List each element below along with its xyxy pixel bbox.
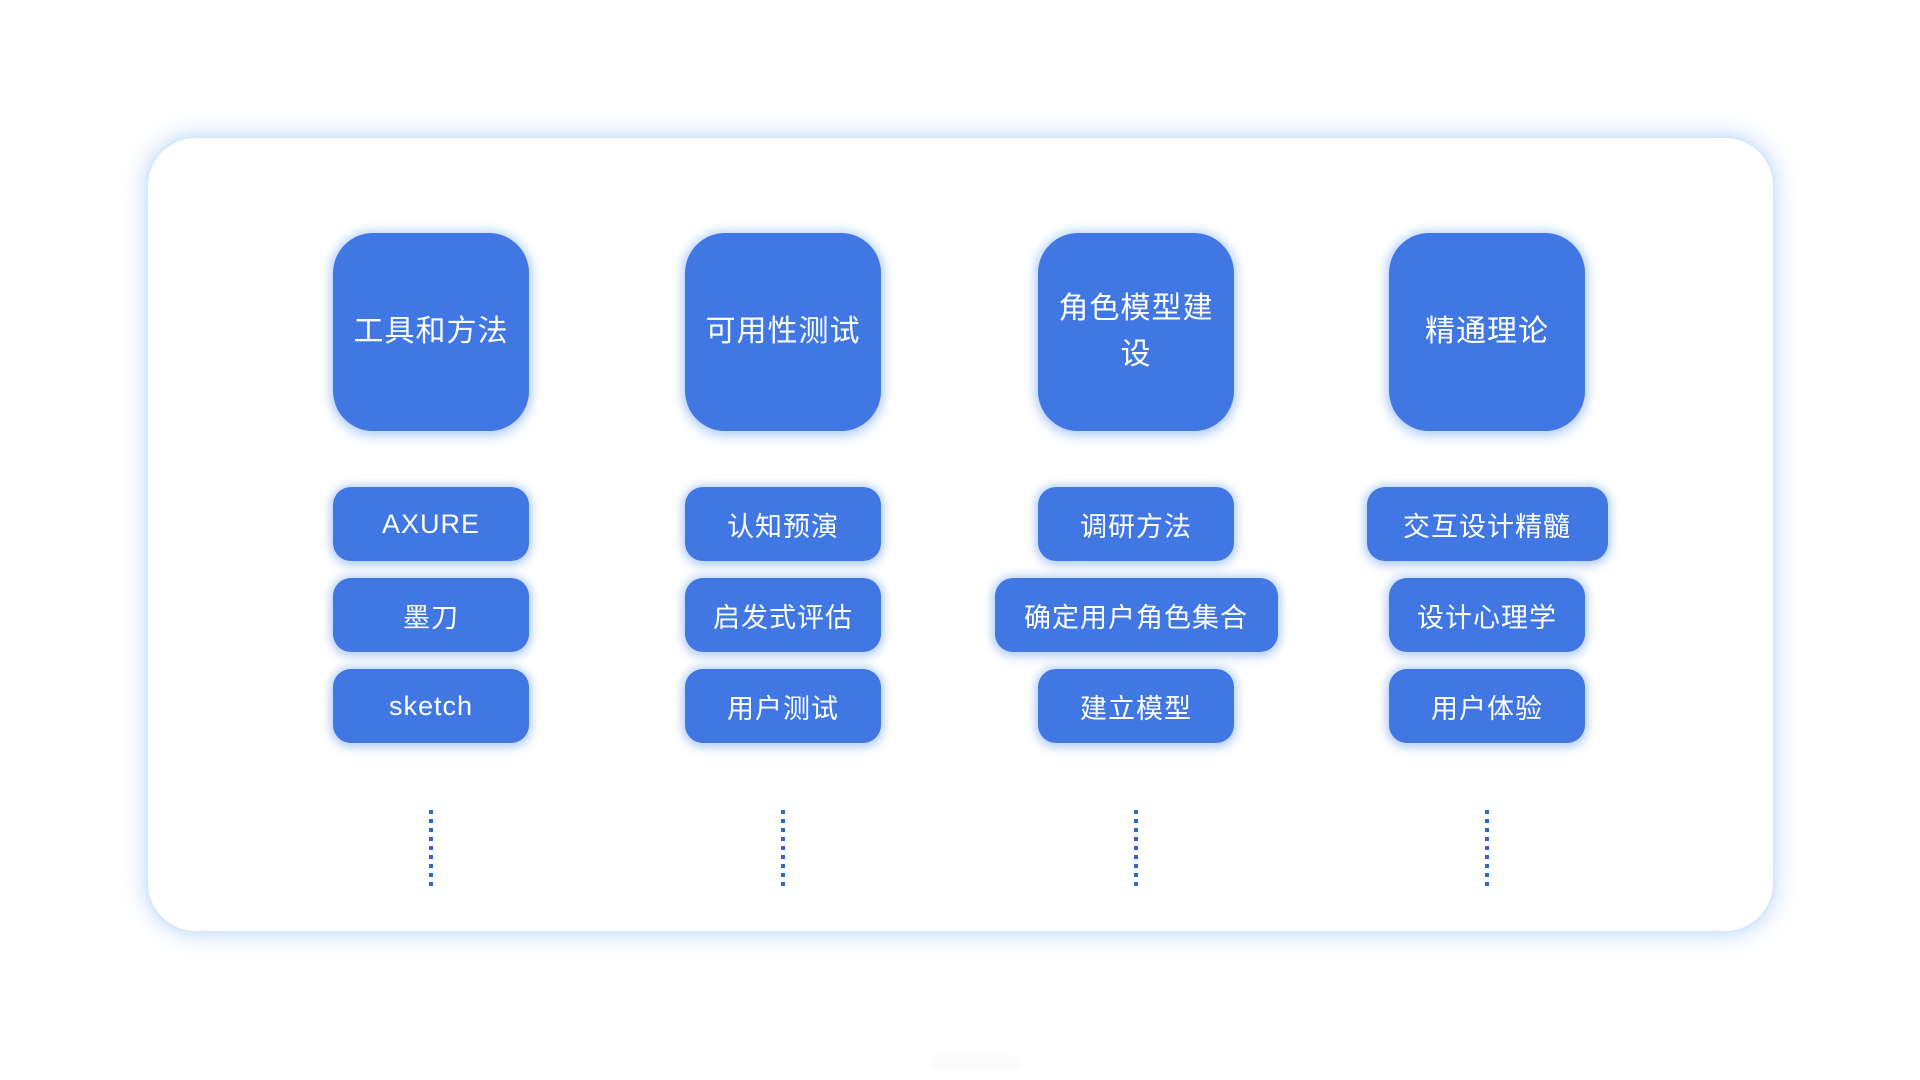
item-node-cognitive-walkthrough[interactable]: 认知预演	[685, 487, 881, 561]
item-node-heuristic-evaluation[interactable]: 启发式评估	[685, 578, 881, 652]
dotted-line	[1134, 810, 1138, 886]
dotted-line	[1485, 810, 1489, 886]
header-node-tools-and-methods[interactable]: 工具和方法	[333, 233, 529, 431]
column-persona-model-building: 角色模型建设 调研方法 确定用户角色集合 建立模型	[960, 233, 1312, 886]
header-node-master-theory[interactable]: 精通理论	[1389, 233, 1585, 431]
dotted-line	[429, 810, 433, 886]
item-node-interaction-design-essence[interactable]: 交互设计精髓	[1366, 487, 1608, 561]
item-node-sketch[interactable]: sketch	[333, 669, 529, 743]
item-node-axure[interactable]: AXURE	[333, 487, 529, 561]
header-node-usability-testing[interactable]: 可用性测试	[685, 233, 881, 431]
item-node-design-psychology[interactable]: 设计心理学	[1389, 578, 1585, 652]
watermark	[930, 1055, 1020, 1071]
item-node-modao[interactable]: 墨刀	[333, 578, 529, 652]
item-node-user-testing[interactable]: 用户测试	[685, 669, 881, 743]
header-node-persona-model-building[interactable]: 角色模型建设	[1038, 233, 1234, 431]
column-tools-and-methods: 工具和方法 AXURE 墨刀 sketch	[255, 233, 607, 886]
dotted-line	[781, 810, 785, 886]
item-node-build-model[interactable]: 建立模型	[1038, 669, 1234, 743]
mindmap-card: 工具和方法 AXURE 墨刀 sketch 可用性测试 认知预演 启发式评估 用…	[148, 138, 1773, 931]
item-node-research-methods[interactable]: 调研方法	[1038, 487, 1234, 561]
column-master-theory: 精通理论 交互设计精髓 设计心理学 用户体验	[1311, 233, 1663, 886]
item-node-user-experience[interactable]: 用户体验	[1389, 669, 1585, 743]
column-usability-testing: 可用性测试 认知预演 启发式评估 用户测试	[607, 233, 959, 886]
item-node-define-user-persona-set[interactable]: 确定用户角色集合	[994, 578, 1278, 652]
